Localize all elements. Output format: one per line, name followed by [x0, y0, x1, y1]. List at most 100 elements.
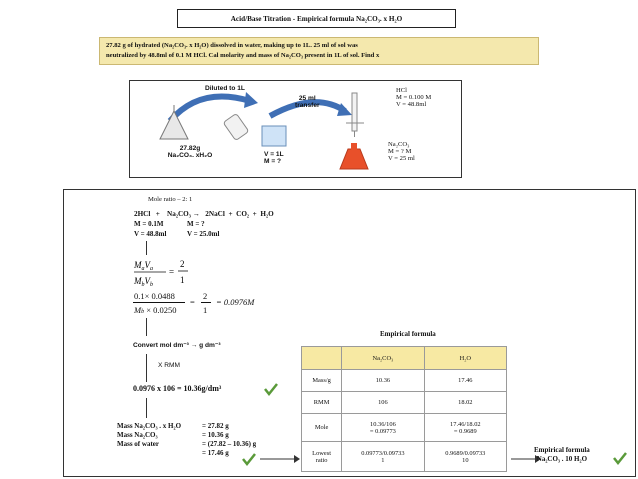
conical-flask-icon — [339, 148, 369, 170]
check-icon — [613, 452, 627, 465]
na-volume: V = 25 ml — [388, 155, 415, 162]
mass-hydrated-label: Mass Na₂CO₃ . x H₂O — [117, 422, 182, 430]
down-arrow-3 — [146, 354, 147, 382]
mole-ratio: Mole ratio – 2: 1 — [148, 196, 193, 203]
row-label: Mass/g — [300, 369, 343, 392]
mass-water-value: = (27.82 – 10.36) g — [202, 440, 257, 448]
eq1-numerator: MaVa — [133, 260, 153, 272]
solid-mass: 27.82g — [179, 145, 201, 152]
cell-na: 106 — [341, 391, 425, 414]
cell-water-line2: 10 — [462, 456, 469, 464]
final-formula-title: Empirical formula — [534, 446, 590, 454]
hcl-molarity: M = 0.100 M — [396, 94, 432, 101]
apparatus-drawing — [159, 92, 369, 170]
transfer-volume: 25 ml — [298, 95, 316, 102]
flask-label: V = 1L M = ? — [264, 151, 284, 165]
table-header-blank — [300, 346, 343, 370]
row-label-line1: Lowest — [312, 449, 331, 457]
down-arrow-1 — [146, 241, 147, 255]
eq2-rhs-divider — [201, 302, 211, 303]
cell-na-line2: 1 — [381, 456, 385, 464]
check-icon — [264, 383, 278, 396]
eq2-den-m: M — [134, 305, 142, 315]
check-icon — [242, 453, 256, 466]
sodium-carbonate-label: Na₂CO₃ M = ? M V = 25 ml — [388, 141, 415, 162]
table-row: Mass/g 10.36 17.46 — [300, 369, 508, 392]
transfer-arrowhead — [337, 103, 352, 116]
molarity-equation: MaVa MbVb = 2 1 — [133, 259, 188, 288]
hcl-molarity-value: M = 0.1M — [134, 220, 164, 228]
eq2-den-rest: × 0.0250 — [144, 305, 177, 315]
row-label-line2: ratio — [315, 456, 328, 464]
eq2-rhs-numerator: 2 — [203, 291, 208, 301]
cell-water: 17.46/18.02= 0.9689 — [423, 413, 508, 442]
eq2-rhs-denominator: 1 — [203, 305, 208, 315]
eq2-equals: = — [190, 297, 195, 307]
final-formula: Na₂CO₃ . 10 H₂O — [536, 455, 588, 463]
eq2-numerator: 0.1× 0.0488 — [134, 291, 175, 301]
eq1-rhs-numerator: 2 — [180, 259, 185, 269]
eq2-result: = 0.0976M — [216, 297, 255, 307]
problem-line-1: 27.82 g of hydrated (Na₂CO₃. x H₂O) diss… — [106, 42, 358, 49]
eq1-rhs-denominator: 1 — [180, 275, 185, 285]
solid-label: 27.82g Na₂CO₃. xH₂O — [160, 145, 220, 159]
cell-water: 18.02 — [423, 391, 508, 414]
right-arrow — [260, 455, 300, 463]
empirical-table: Na₂CO₃ H₂O Mass/g 10.36 17.46 RMM 106 18… — [300, 346, 508, 472]
cell-na-line1: 10.36/106 — [370, 420, 396, 428]
eq2-divider — [133, 302, 185, 303]
mass-values: = 27.82 g = 10.36 g = (27.82 – 10.36) g … — [202, 422, 256, 458]
cell-na: 10.36/106= 0.09773 — [341, 413, 425, 442]
reaction-equation: 2HCl + Na₂CO₃ → 2NaCl + CO₂ + H₂O — [134, 210, 274, 218]
apparatus-diagram: Diluted to 1L 25 ml transfer 27.82g Na₂C… — [129, 80, 462, 178]
dilution-arrowhead — [244, 92, 258, 108]
table-row: Mole 10.36/106= 0.09773 17.46/18.02= 0.9… — [300, 413, 508, 442]
convert-label: Convert mol dm⁻³ → g dm⁻³ — [133, 342, 221, 349]
row-label: RMM — [300, 391, 343, 414]
mass-labels: Mass Na₂CO₃ . x H₂O Mass Na₂CO₃ Mass of … — [117, 422, 181, 449]
na-name: Na₂CO₃ — [388, 141, 410, 148]
cell-water: 17.46 — [423, 369, 508, 392]
final-formula-box: Empirical formula Na₂CO₃ . 10 H₂O — [534, 446, 590, 464]
mass-water-result: = 17.46 g — [202, 449, 229, 457]
solid-sample-icon — [159, 109, 189, 140]
table-header-water: H₂O — [423, 346, 508, 370]
eq2-denominator: Mb × 0.0250 — [134, 305, 177, 315]
mass-result: 0.0976 x 106 = 10.36g/dm³ — [133, 384, 222, 393]
flask-volume: V = 1L — [264, 151, 284, 158]
hcl-volume: V = 48.8ml — [396, 101, 427, 108]
empirical-title: Empirical formula — [380, 330, 436, 338]
cell-na-line1: 0.09773/0.09733 — [361, 449, 405, 457]
svg-text:=: = — [169, 267, 174, 277]
down-arrow-4 — [146, 398, 147, 418]
mass-hydrated-value: = 27.82 g — [202, 422, 229, 430]
page-title: Acid/Base Titration - Empirical formula … — [177, 9, 456, 28]
problem-line-2: neutralized by 48.8ml of 0.1 M HCl. Cal … — [106, 52, 380, 59]
diluted-label: Diluted to 1L — [205, 85, 245, 92]
cell-water-line1: 0.9689/0.09733 — [445, 449, 486, 457]
hcl-name: HCl — [396, 87, 407, 94]
na-volume-value: V = 25.0ml — [187, 230, 220, 238]
na-molarity: M = ? M — [388, 148, 412, 155]
right-arrow — [511, 455, 541, 463]
eq1-denominator: MbVb — [133, 276, 153, 288]
cell-water-line1: 17.46/18.02 — [450, 420, 481, 428]
problem-statement: 27.82 g of hydrated (Na₂CO₃. x H₂O) diss… — [99, 37, 539, 65]
cell-water-line2: = 0.9689 — [453, 427, 477, 435]
cell-na-line2: = 0.09773 — [369, 427, 396, 435]
mass-na-value: = 10.36 g — [202, 431, 229, 439]
transfer-label: 25 ml transfer — [295, 95, 320, 109]
hcl-label: HCl M = 0.100 M V = 48.8ml — [396, 87, 431, 108]
hcl-volume-value: V = 48.8ml — [134, 230, 167, 238]
row-label: Mole — [300, 413, 343, 442]
burette-icon — [351, 92, 358, 132]
transfer-word: transfer — [295, 102, 320, 109]
wash-bottle-icon — [223, 114, 249, 140]
transfer-arrow — [268, 99, 347, 119]
down-arrow-2 — [146, 318, 147, 336]
table-header-na: Na₂CO₃ — [341, 346, 425, 370]
